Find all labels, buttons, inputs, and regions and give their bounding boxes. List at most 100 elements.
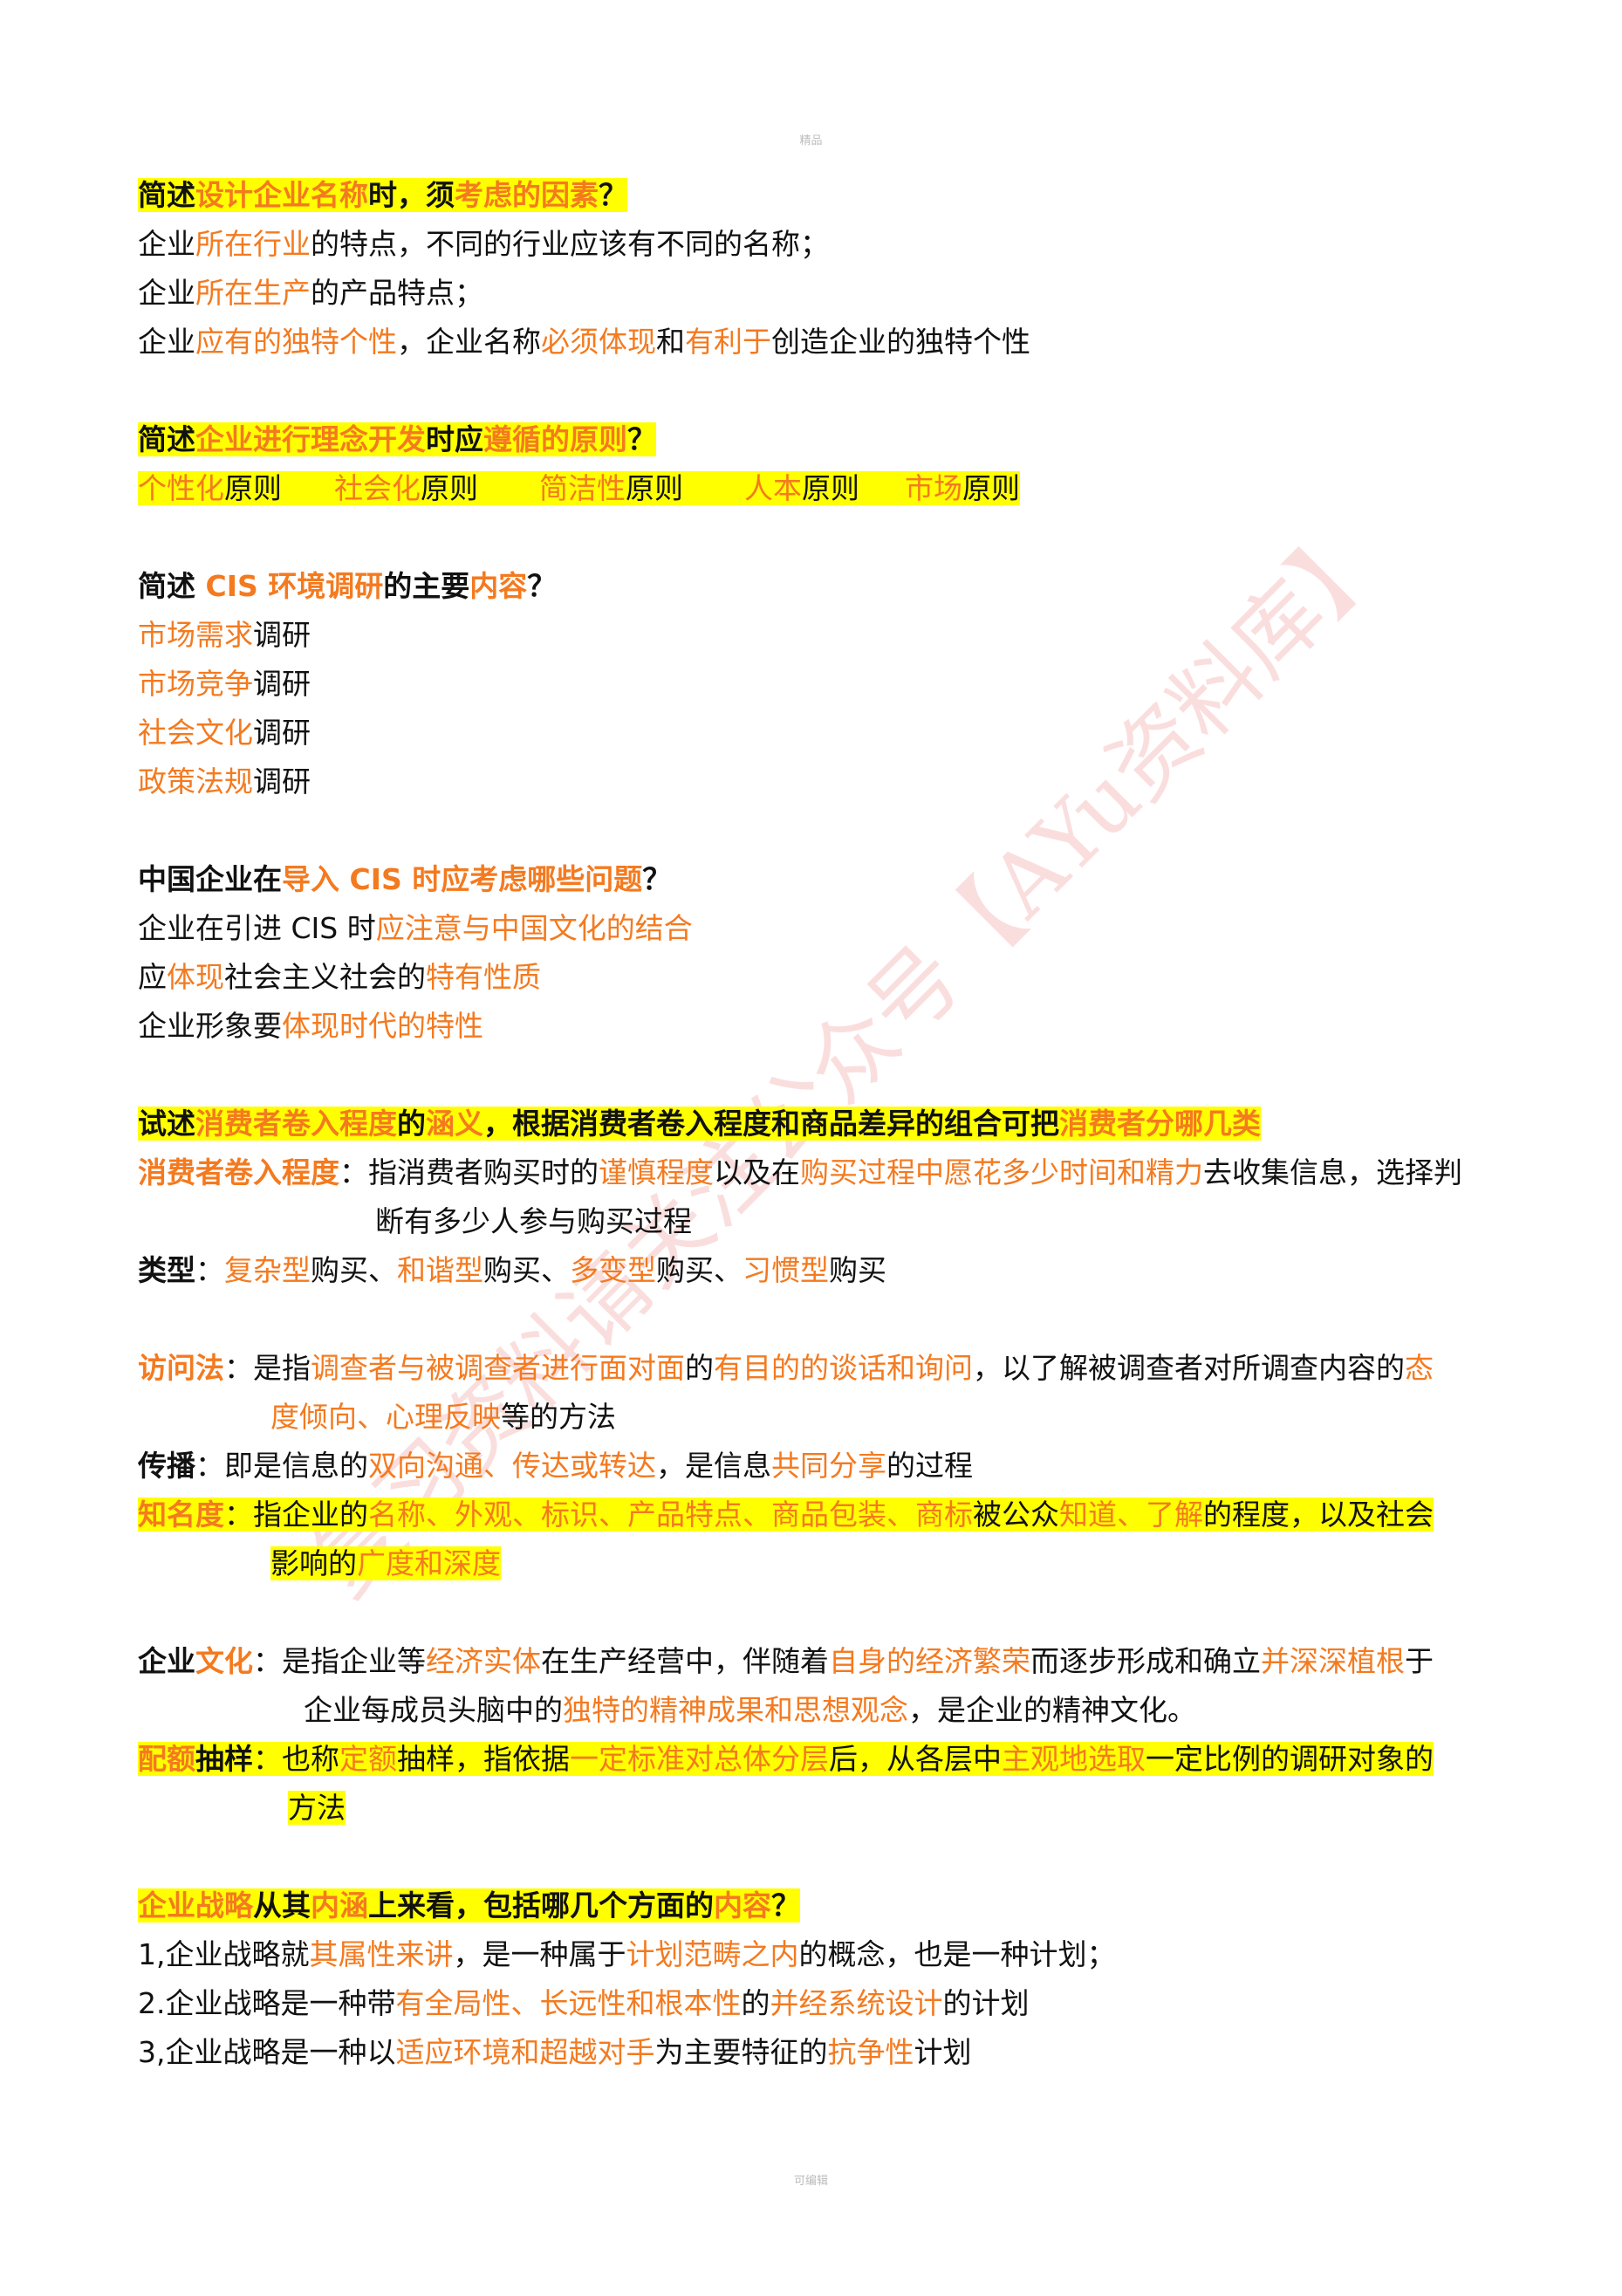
question-title-principles: 简述企业进行理念开发时应遵循的原则？ <box>138 415 1525 464</box>
text: 调查者与被调查者进行面对面 <box>311 1351 685 1385</box>
text: 计划范畴之内 <box>626 1937 799 1971</box>
spacer <box>138 806 1525 855</box>
text: 市场 <box>905 471 962 505</box>
text: 被公众 <box>973 1498 1059 1532</box>
text: 应有的独特个性 <box>195 325 397 359</box>
text: 双向沟通、传达或转达 <box>368 1449 656 1483</box>
list-item: 政策法规调研 <box>138 757 1525 806</box>
answer-line: 3,企业战略是一种以适应环境和超越对手为主要特征的抗争性计划 <box>138 2028 1525 2077</box>
highlight: 影响的广度和深度 <box>270 1546 501 1580</box>
text: 的 <box>741 1986 770 2020</box>
text: 内容 <box>469 569 528 603</box>
term: 知名度 <box>138 1498 224 1532</box>
text: 以及在 <box>714 1155 800 1189</box>
text: 的特点，不同的行业应该有不同的名称； <box>311 227 829 261</box>
text: ，是一种属于 <box>453 1937 626 1971</box>
text: 企业 <box>138 227 195 261</box>
text: 企业 <box>138 325 195 359</box>
text: 社会化 <box>334 471 421 505</box>
definition-continuation: 度倾向、心理反映等的方法 <box>138 1393 1525 1442</box>
term: 配额 <box>138 1742 195 1776</box>
text: 广度和深度 <box>357 1546 501 1580</box>
text: 并经系统设计 <box>770 1986 943 2020</box>
term: 企业 <box>138 1644 195 1678</box>
text: 人本 <box>744 471 802 505</box>
text: 一定标准对总体分层 <box>570 1742 829 1776</box>
highlight: 配额抽样：也称定额抽样，指依据一定标准对总体分层后，从各层中主观地选取一定比例的… <box>138 1742 1434 1776</box>
text: 共同分享 <box>771 1449 886 1483</box>
definition-continuation: 断有多少人参与购买过程 <box>375 1204 692 1238</box>
text: 消费者卷入程度 <box>195 1107 397 1141</box>
definition-corporate-culture: 企业文化：是指企业等经济实体在生产经营中，伴随着自身的经济繁荣而逐步形成和确立并… <box>138 1637 1525 1686</box>
question-title-strategy: 企业战略从其内涵上来看，包括哪几个方面的内容？ <box>138 1881 1525 1930</box>
text: 后，从各层中 <box>829 1742 1002 1776</box>
spacer <box>138 1833 1525 1881</box>
definition-interview: 访问法：是指调查者与被调查者进行面对面的有目的的谈话和询问，以了解被调查者对所调… <box>138 1344 1525 1393</box>
text: 购买、 <box>311 1253 397 1287</box>
text: 应注意与中国文化的结合 <box>375 911 693 945</box>
text: 多变型 <box>570 1253 656 1287</box>
text: 的过程 <box>886 1449 973 1483</box>
text: 中国企业在 <box>138 862 282 896</box>
text: 原则 <box>224 471 282 505</box>
spacer <box>138 513 1525 562</box>
text: 导入 CIS 时应考虑哪些问题 <box>282 862 643 896</box>
text: 时应 <box>426 422 483 456</box>
text: 调研 <box>253 667 311 701</box>
question-title-company-name: 简述设计企业名称时，须考虑的因素？ <box>138 171 1525 220</box>
text: 复杂型 <box>224 1253 311 1287</box>
text: 社会主义社会的 <box>224 960 426 994</box>
text: 调研 <box>253 618 311 652</box>
term: 消费者卷入程度 <box>138 1155 339 1189</box>
text: ：即是信息的 <box>195 1449 368 1483</box>
text: 购买过程中愿花多少时间和精力 <box>800 1155 1203 1189</box>
text: 体现时代的特性 <box>282 1009 483 1043</box>
text: 在生产经营中，伴随着 <box>541 1644 829 1678</box>
text: 和 <box>656 325 685 359</box>
text: 适应环境和超越对手 <box>395 2035 655 2069</box>
term: 访问法 <box>138 1351 224 1385</box>
title-text: 试述消费者卷入程度的涵义，根据消费者卷入程度和商品差异的组合可把消费者分哪几类 <box>138 1107 1261 1141</box>
text: 市场竞争 <box>138 667 253 701</box>
text: 市场需求 <box>138 618 253 652</box>
text: 的程度，以及社会 <box>1203 1498 1434 1532</box>
answer-line: 1,企业战略就其属性来讲，是一种属于计划范畴之内的概念，也是一种计划； <box>138 1930 1525 1979</box>
text: ： <box>195 1253 224 1287</box>
text: ：是指企业等 <box>253 1644 426 1678</box>
document-body: 简述设计企业名称时，须考虑的因素？ 企业所在行业的特点，不同的行业应该有不同的名… <box>138 171 1525 2077</box>
spacer <box>138 1051 1525 1100</box>
text: 态 <box>1405 1351 1434 1385</box>
highlight: 知名度：指企业的名称、外观、标识、产品特点、商品包装、商标被公众知道、了解的程度… <box>138 1498 1434 1532</box>
question-title-cis-china: 中国企业在导入 CIS 时应考虑哪些问题？ <box>138 855 1525 904</box>
text: 内涵 <box>311 1888 368 1922</box>
text: ？ <box>627 422 656 456</box>
text: 的 <box>685 1351 714 1385</box>
text: 试述 <box>138 1107 195 1141</box>
answer-line: 企业在引进 CIS 时应注意与中国文化的结合 <box>138 904 1525 953</box>
text: 其属性来讲 <box>309 1937 454 1971</box>
text: 并深深植根 <box>1261 1644 1405 1678</box>
text: 度倾向、心理反映 <box>270 1400 501 1434</box>
text: 方法 <box>288 1791 346 1825</box>
text: 创造企业的独特个性 <box>771 325 1030 359</box>
text: 原则 <box>962 471 1020 505</box>
answer-line: 2.企业战略是一种带有全局性、长远性和根本性的并经系统设计的计划 <box>138 1979 1525 2028</box>
term: 类型 <box>138 1253 195 1287</box>
definition-line: 消费者卷入程度：指消费者购买时的谨慎程度以及在购买过程中愿花多少时间和精力去收集… <box>138 1148 1525 1197</box>
text: 定额 <box>339 1742 397 1776</box>
text: 的概念，也是一种计划； <box>798 1937 1116 1971</box>
text: 谨慎程度 <box>599 1155 714 1189</box>
text: 特有性质 <box>426 960 541 994</box>
title-text: 简述设计企业名称时，须考虑的因素？ <box>138 178 627 212</box>
text: 企业战略 <box>138 1888 253 1922</box>
text: ：指企业的 <box>224 1498 368 1532</box>
text: 抗争性 <box>827 2035 914 2069</box>
text: 计划 <box>914 2035 972 2069</box>
text: 应 <box>138 960 167 994</box>
text: 的 <box>397 1107 426 1141</box>
text: ？ <box>642 862 672 896</box>
text: 为主要特征的 <box>654 2035 828 2069</box>
answer-line: 企业所在行业的特点，不同的行业应该有不同的名称； <box>138 220 1525 269</box>
text: 影响的 <box>270 1546 357 1580</box>
